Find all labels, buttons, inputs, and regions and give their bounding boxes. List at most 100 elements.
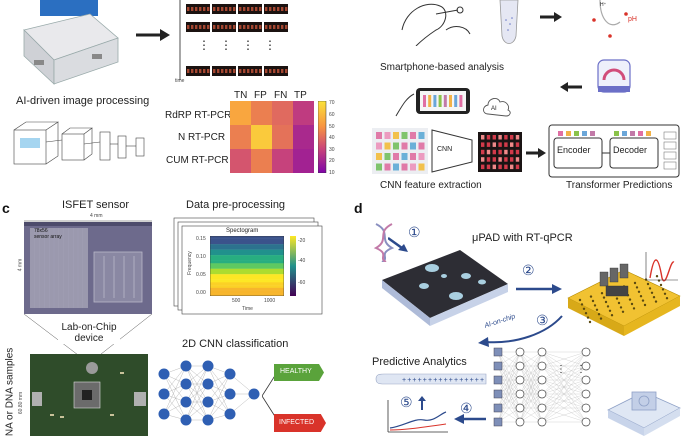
strip-image bbox=[238, 22, 262, 32]
feature-cell bbox=[498, 142, 502, 147]
nasal-swab-illustration bbox=[401, 3, 471, 46]
feature-cell bbox=[515, 157, 520, 162]
strip-image bbox=[238, 66, 262, 76]
sequence-marker: + bbox=[475, 377, 479, 384]
strip-band bbox=[285, 69, 288, 73]
spec-ytick-0: 0.15 bbox=[196, 236, 206, 242]
strip-band bbox=[251, 25, 254, 29]
nn-edge bbox=[185, 365, 209, 403]
nn-neuron bbox=[180, 360, 192, 372]
nn-node bbox=[515, 389, 525, 399]
nn-neuron bbox=[224, 368, 236, 380]
feature-cell bbox=[481, 164, 485, 170]
heatmap-cell bbox=[293, 149, 314, 173]
board-well bbox=[639, 295, 643, 298]
lab-on-chip-label: Lab-on-Chip device bbox=[58, 322, 120, 344]
strip-image bbox=[212, 4, 236, 14]
nn-edge bbox=[497, 351, 521, 395]
heatmap-colorbar-tick: 50 bbox=[329, 123, 335, 130]
heatmap-row-1: N RT-PCR bbox=[178, 132, 226, 143]
board-well bbox=[659, 283, 663, 287]
strip-tube bbox=[418, 132, 425, 139]
nn-node bbox=[581, 347, 591, 357]
spec-cbar-tick-1: -40 bbox=[298, 258, 306, 264]
nn-neuron bbox=[180, 378, 192, 390]
board-well bbox=[652, 296, 656, 299]
sequence-marker: + bbox=[470, 377, 474, 384]
sequence-marker: + bbox=[454, 377, 458, 384]
nn-node bbox=[515, 347, 525, 357]
strip-band bbox=[233, 7, 236, 11]
board-well bbox=[665, 297, 669, 300]
strip-tube bbox=[376, 163, 382, 171]
spec-cbar-tick-0: -20 bbox=[298, 238, 306, 244]
spectrogram-band bbox=[210, 257, 284, 261]
strip-tube bbox=[393, 153, 399, 160]
phone-strip bbox=[459, 95, 463, 107]
heatmap-cell bbox=[293, 125, 314, 149]
feature-cell bbox=[504, 157, 508, 162]
lab-on-chip-text: Lab-on-Chip device bbox=[61, 322, 117, 344]
arrow-left-icon bbox=[560, 82, 582, 92]
board-well bbox=[619, 306, 623, 309]
strip-band bbox=[233, 25, 236, 29]
strip-band bbox=[255, 25, 258, 29]
strip-band bbox=[239, 7, 242, 11]
phone-strip bbox=[428, 95, 432, 107]
encoder-token bbox=[566, 131, 571, 136]
board-well bbox=[633, 281, 637, 285]
nn-edge bbox=[519, 365, 543, 423]
nn-dots-2: ⋮ bbox=[576, 364, 586, 375]
strip-band bbox=[247, 7, 250, 11]
ph-label: pH bbox=[628, 16, 637, 23]
strip-band bbox=[187, 25, 190, 29]
board-well bbox=[595, 308, 599, 311]
nn-edge bbox=[163, 365, 187, 415]
board-well bbox=[650, 291, 654, 294]
nn-dots-1: ⋮ bbox=[556, 364, 566, 375]
nn-input-node bbox=[493, 403, 503, 413]
nn-neuron bbox=[224, 388, 236, 400]
strip-band bbox=[195, 69, 198, 73]
strip-band bbox=[273, 69, 276, 73]
feature-cell bbox=[492, 142, 496, 147]
nn-edge bbox=[541, 351, 587, 381]
transformer-diagram bbox=[548, 124, 680, 178]
strip-image bbox=[212, 66, 236, 76]
infected-label: INFECTED bbox=[279, 419, 314, 426]
board-well bbox=[582, 307, 586, 310]
board-well bbox=[593, 304, 597, 307]
nn-input-node bbox=[493, 389, 503, 399]
upad-title: μPAD with RT-qPCR bbox=[472, 232, 573, 244]
spectrogram-band bbox=[210, 241, 284, 245]
nn-edge bbox=[163, 373, 187, 421]
strip-band bbox=[281, 7, 284, 11]
pcb-board-photo bbox=[30, 354, 148, 436]
time-axis-tick: time bbox=[175, 78, 185, 84]
smartphone-illustration bbox=[395, 88, 470, 117]
phone-strip bbox=[449, 95, 452, 107]
sequence-marker: + bbox=[423, 377, 427, 384]
feature-cell bbox=[504, 164, 508, 170]
nn-neuron bbox=[180, 396, 192, 408]
strip-band bbox=[243, 25, 246, 29]
nn-edge bbox=[541, 351, 587, 367]
board-well bbox=[630, 302, 634, 306]
board-well bbox=[591, 299, 595, 303]
nn-node bbox=[581, 417, 591, 427]
nn-neuron bbox=[158, 408, 170, 420]
feature-cell bbox=[515, 135, 520, 140]
nn-node bbox=[581, 389, 591, 399]
strip-image bbox=[264, 4, 288, 14]
cnn-block bbox=[431, 129, 473, 173]
nn-neuron bbox=[202, 378, 214, 390]
board-well bbox=[632, 307, 636, 310]
feature-cell bbox=[492, 135, 496, 140]
strip-band bbox=[265, 25, 268, 29]
board-well bbox=[637, 290, 641, 293]
strip-band bbox=[191, 7, 194, 11]
strip-tube bbox=[401, 132, 408, 139]
spectrogram-colorbar bbox=[290, 236, 296, 296]
encoder-token bbox=[574, 131, 579, 136]
strip-image bbox=[264, 66, 288, 76]
